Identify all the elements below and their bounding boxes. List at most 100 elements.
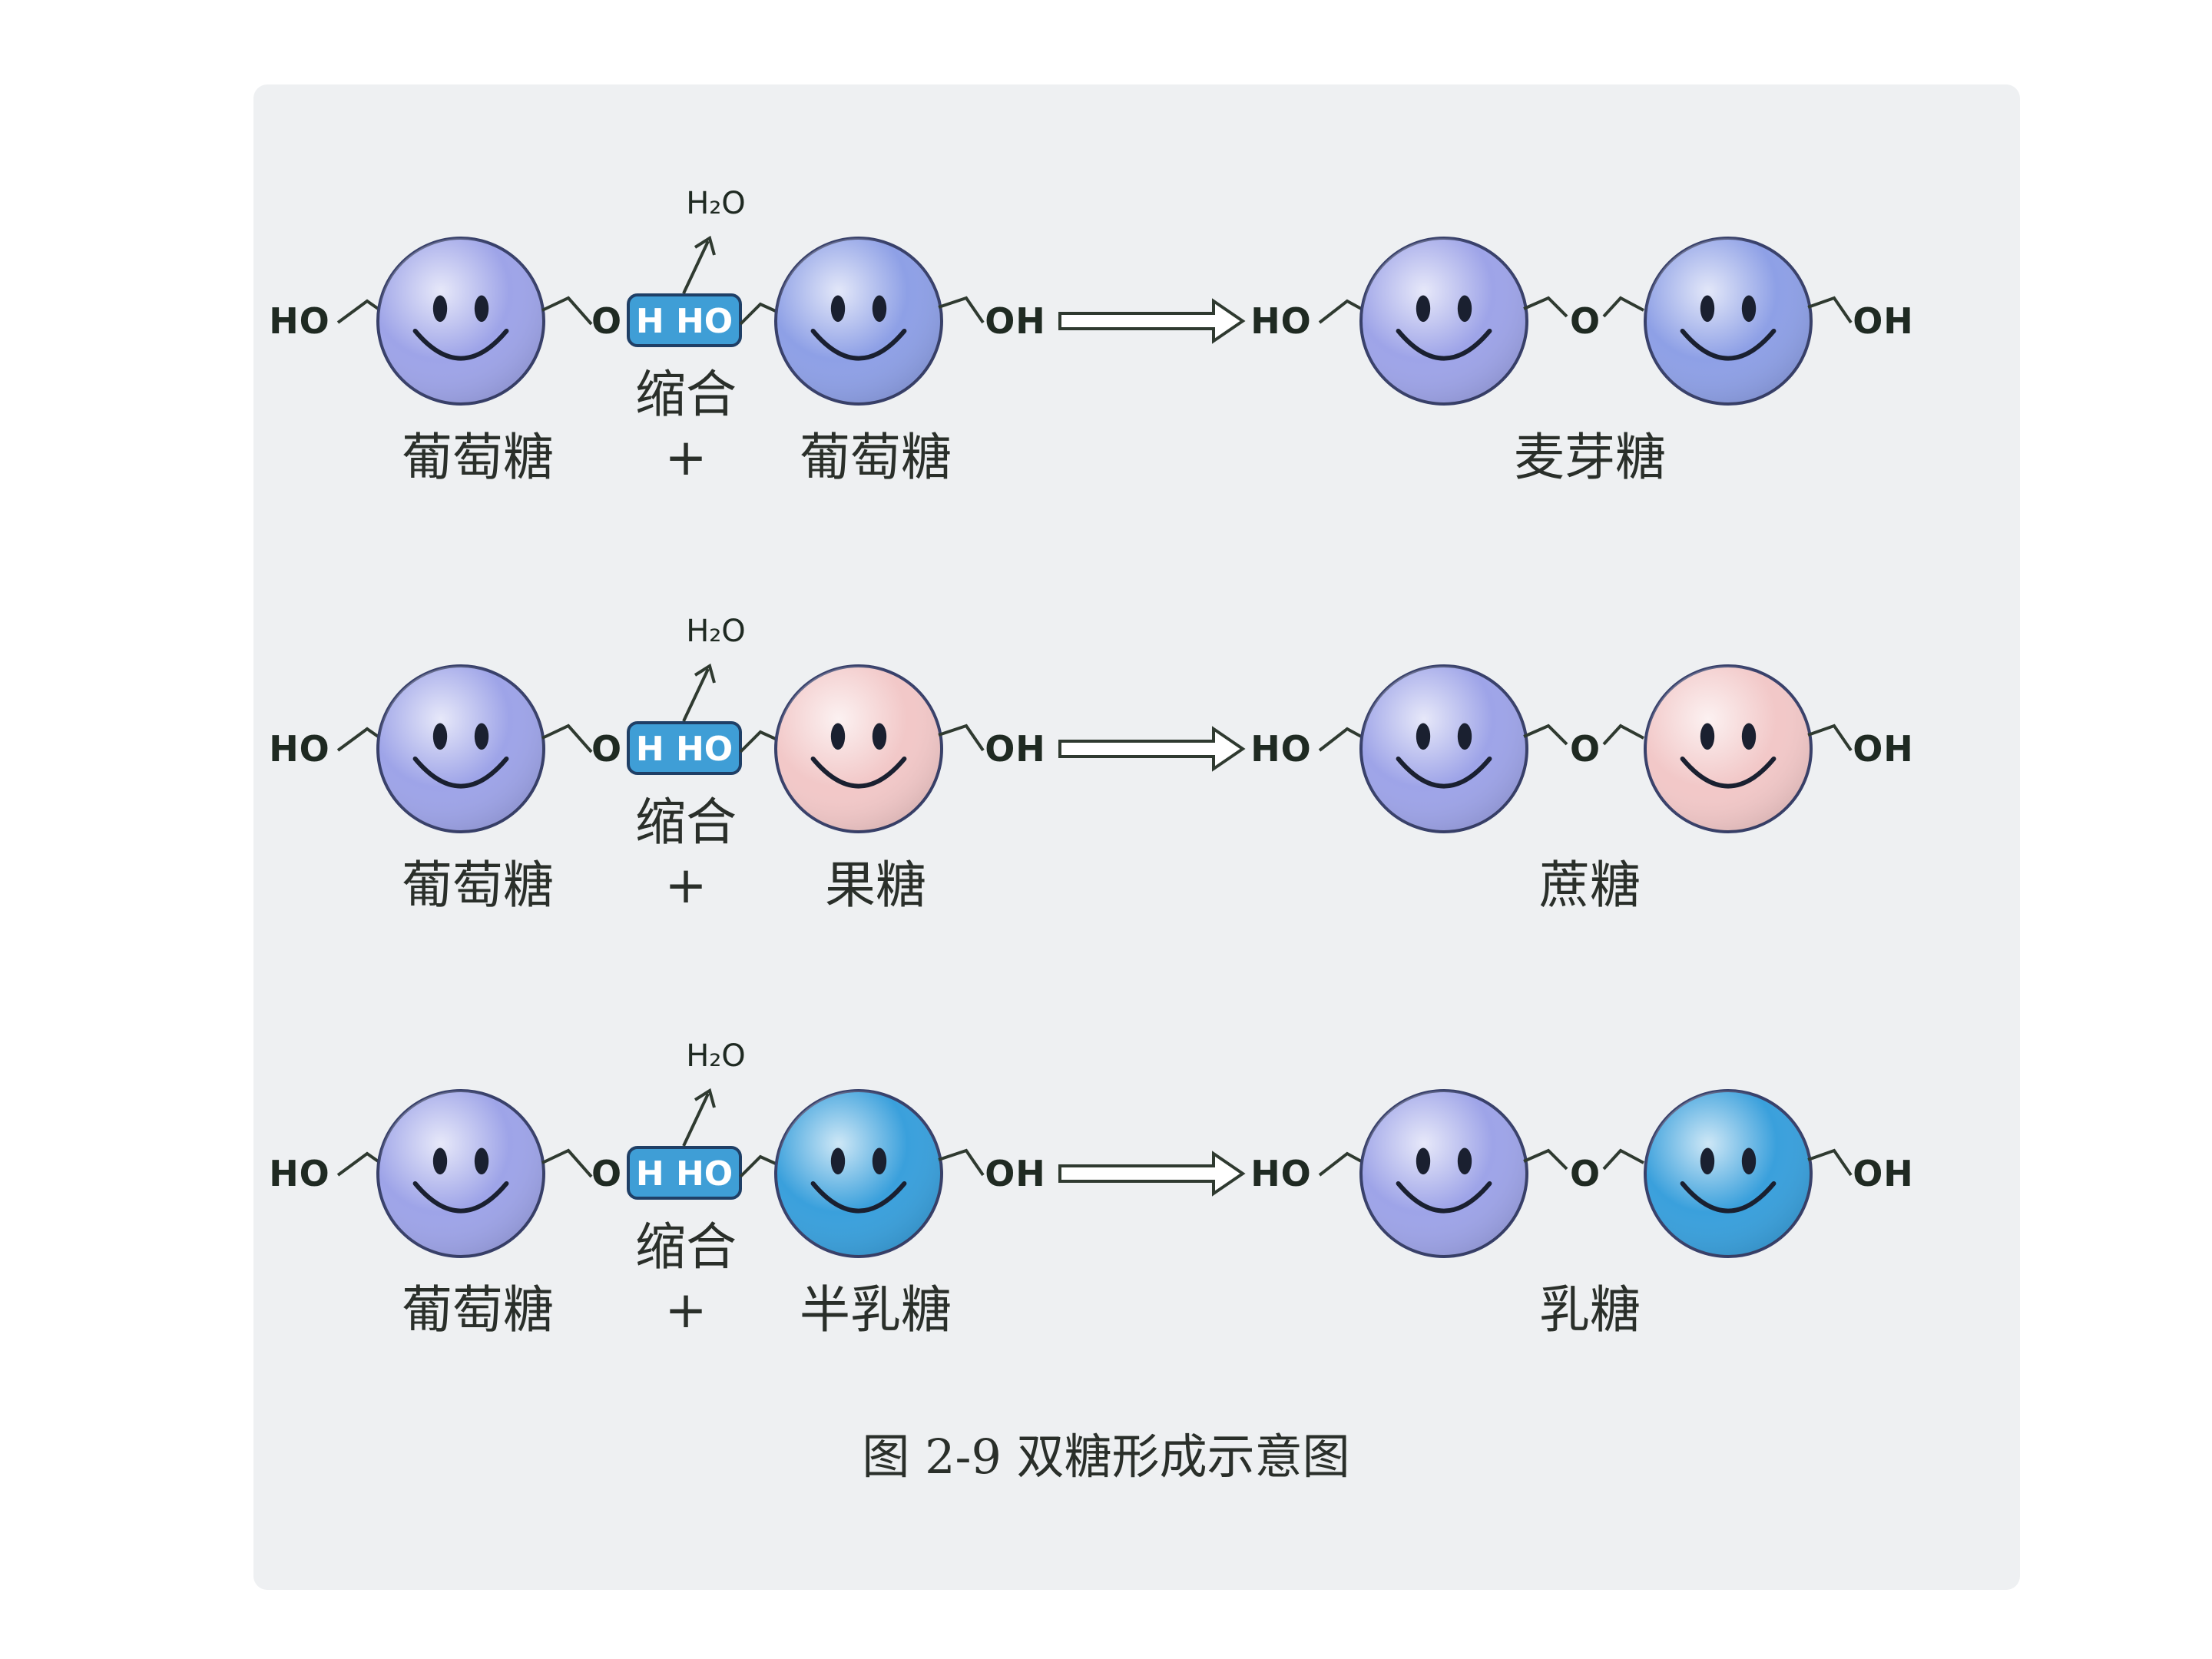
linker-oxygen: O — [591, 1153, 622, 1194]
smile — [1396, 1181, 1492, 1214]
product-unit-1 — [1359, 1089, 1528, 1258]
plus-sign: + — [664, 856, 707, 915]
released-water: H₂O — [686, 614, 746, 649]
right-eye — [1741, 723, 1757, 750]
smile — [1396, 328, 1492, 361]
right-eye — [1457, 723, 1472, 750]
left-eye — [432, 1147, 448, 1175]
left-eye — [830, 723, 846, 750]
monosaccharide-b — [774, 664, 943, 833]
product-unit-2 — [1644, 1089, 1813, 1258]
figure-caption: 图 2-9 双糖形成示意图 — [862, 1429, 1349, 1485]
water-release-arrow — [682, 668, 710, 722]
product-right-hydroxyl: OH — [1853, 300, 1914, 342]
reactant-a-label: 葡萄糖 — [402, 1280, 554, 1339]
right-hydroxyl: OH — [985, 300, 1046, 342]
reaction-arrow — [1058, 1151, 1246, 1197]
smile — [1680, 756, 1777, 789]
smile — [412, 756, 509, 789]
monosaccharide-a — [376, 237, 545, 406]
glycosidic-oxygen: O — [1570, 1153, 1601, 1194]
right-eye — [872, 295, 887, 323]
left-eye — [1416, 295, 1431, 323]
left-eye — [1700, 723, 1715, 750]
right-eye — [1741, 1147, 1757, 1175]
smile — [1680, 328, 1777, 361]
product-left-hydroxyl: HO — [1250, 1153, 1312, 1194]
reaction-row-1: HO O H HO H₂O OH 缩合+ 葡萄糖 葡萄糖 HO O OH 麦芽糖 — [269, 186, 1914, 487]
smile — [1680, 1181, 1777, 1214]
product-left-hydroxyl: HO — [1250, 728, 1312, 770]
left-eye — [432, 723, 448, 750]
page-background — [253, 84, 2020, 1590]
product-left-hydroxyl: HO — [1250, 300, 1312, 342]
glycosidic-oxygen: O — [1570, 300, 1601, 342]
right-eye — [1457, 1147, 1472, 1175]
reactant-a-label: 葡萄糖 — [402, 856, 554, 915]
left-eye — [1700, 295, 1715, 323]
product-label: 蔗糖 — [1539, 856, 1641, 915]
plus-sign: + — [664, 428, 707, 487]
water-release-arrow — [682, 240, 710, 294]
product-right-hydroxyl: OH — [1853, 1153, 1914, 1194]
product-unit-1 — [1359, 237, 1528, 406]
reaction-row-2: HO O H HO H₂O OH 缩合+ 葡萄糖 果糖 HO O OH 蔗糖 — [269, 614, 1914, 915]
linker-oxygen: O — [591, 728, 622, 770]
removed-h-ho: H HO — [636, 302, 733, 341]
smile — [810, 328, 907, 361]
monosaccharide-a — [376, 1089, 545, 1258]
smile — [1396, 756, 1492, 789]
left-hydroxyl: HO — [269, 1153, 330, 1194]
product-right-hydroxyl: OH — [1853, 728, 1914, 770]
reactant-a-label: 葡萄糖 — [402, 428, 554, 487]
product-unit-1 — [1359, 664, 1528, 833]
process-label: 缩合 — [635, 1217, 737, 1277]
reaction-row-3: HO O H HO H₂O OH 缩合+ 葡萄糖 半乳糖 HO O OH 乳糖 — [269, 1038, 1914, 1339]
right-eye — [474, 295, 489, 323]
plus-sign: + — [664, 1280, 707, 1339]
released-water: H₂O — [686, 186, 746, 221]
removed-h-ho-box — [627, 293, 742, 347]
right-eye — [474, 723, 489, 750]
monosaccharide-b — [774, 237, 943, 406]
right-eye — [474, 1147, 489, 1175]
left-eye — [1700, 1147, 1715, 1175]
left-hydroxyl: HO — [269, 300, 330, 342]
product-label: 麦芽糖 — [1514, 428, 1666, 487]
removed-h-ho-box — [627, 721, 742, 775]
reaction-arrow — [1058, 298, 1246, 344]
glycosidic-oxygen: O — [1570, 728, 1601, 770]
left-eye — [432, 295, 448, 323]
right-eye — [872, 1147, 887, 1175]
right-eye — [1457, 295, 1472, 323]
right-eye — [872, 723, 887, 750]
monosaccharide-b — [774, 1089, 943, 1258]
left-hydroxyl: HO — [269, 728, 330, 770]
reactant-b-label: 葡萄糖 — [800, 428, 952, 487]
right-eye — [1741, 295, 1757, 323]
removed-h-ho: H HO — [636, 1154, 733, 1194]
smile — [412, 328, 509, 361]
right-hydroxyl: OH — [985, 1153, 1046, 1194]
linker-oxygen: O — [591, 300, 622, 342]
reactant-b-label: 半乳糖 — [800, 1280, 952, 1339]
removed-h-ho-box — [627, 1146, 742, 1200]
smile — [810, 756, 907, 789]
left-eye — [1416, 1147, 1431, 1175]
left-eye — [830, 1147, 846, 1175]
process-label: 缩合 — [635, 793, 737, 852]
product-label: 乳糖 — [1539, 1280, 1641, 1339]
smile — [412, 1181, 509, 1214]
water-release-arrow — [682, 1093, 710, 1147]
released-water: H₂O — [686, 1038, 746, 1074]
reaction-arrow — [1058, 726, 1246, 772]
product-unit-2 — [1644, 237, 1813, 406]
smile — [810, 1181, 907, 1214]
process-label: 缩合 — [635, 365, 737, 424]
monosaccharide-a — [376, 664, 545, 833]
reactant-b-label: 果糖 — [825, 856, 926, 915]
left-eye — [830, 295, 846, 323]
right-hydroxyl: OH — [985, 728, 1046, 770]
removed-h-ho: H HO — [636, 730, 733, 769]
